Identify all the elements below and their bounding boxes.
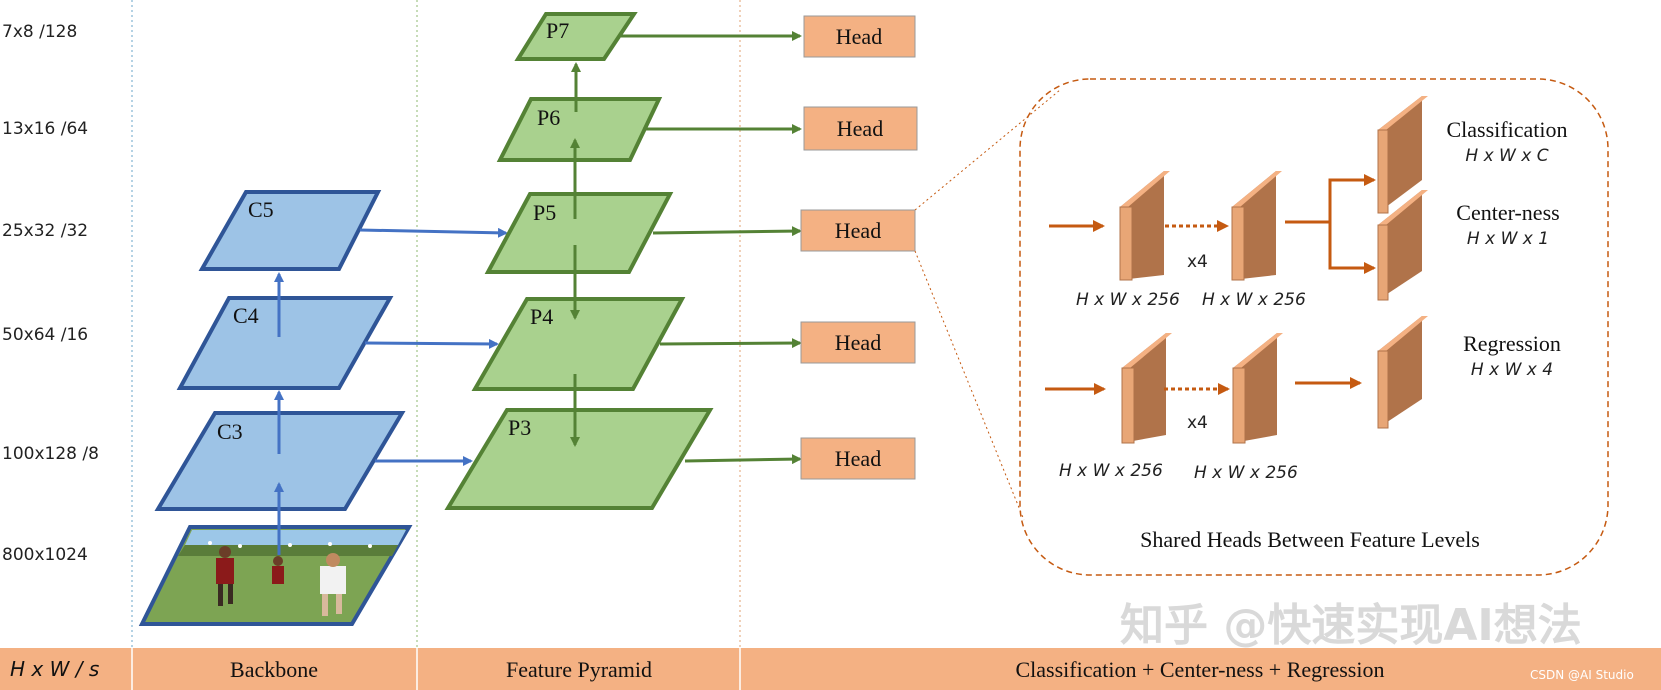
feature-dim-label: H x W x 256: [1059, 461, 1163, 481]
p5-feature-map: [484, 192, 674, 274]
classification-label: Classification: [1447, 117, 1568, 142]
head-box: [803, 15, 916, 58]
to-head-arrow: [652, 226, 802, 237]
feature-dim-label: H x W x 256: [1202, 290, 1306, 310]
zoom-line: [914, 89, 1061, 211]
to-head-arrow: [684, 454, 802, 465]
c5-label: C5: [248, 197, 274, 222]
head-box: [800, 437, 916, 480]
centerness-label: Center-ness: [1456, 200, 1559, 225]
watermark-text: 知乎 @快速实现AI想法: [1120, 600, 1582, 651]
head-label: Head: [836, 24, 882, 49]
feature-block: [1121, 333, 1172, 444]
classification-dim: H x W x C: [1465, 146, 1548, 166]
centerness-dim: H x W x 1: [1467, 229, 1549, 249]
backbone: C3 C4 C5: [138, 190, 508, 626]
lateral-arrow: [359, 227, 508, 238]
watermark-small: CSDN @AI Studio: [1530, 668, 1634, 682]
regression-dim: H x W x 4: [1471, 360, 1553, 380]
p5-label: P5: [533, 200, 556, 225]
feature-dim-label: H x W x 256: [1076, 290, 1180, 310]
c4-feature-map: [176, 296, 394, 390]
to-head-arrow: [659, 338, 802, 349]
head-box: [803, 106, 918, 151]
feature-block: [1119, 171, 1170, 281]
p3-label: P3: [508, 415, 531, 440]
c3-feature-map: [154, 411, 406, 511]
c4-label: C4: [233, 303, 259, 328]
head-label: Head: [835, 330, 881, 355]
bar-label-scale: H x W / s: [10, 657, 99, 681]
regression-output-block: [1377, 316, 1428, 429]
p6-label: P6: [537, 105, 560, 130]
split-arrow: [1285, 174, 1376, 224]
bar-label-pyramid: Feature Pyramid: [506, 657, 652, 682]
size-label: 25x32 /32: [2, 221, 88, 241]
head-label: Head: [835, 446, 881, 471]
feature-pyramid: P7 P6 P5 P4 P3: [444, 12, 802, 510]
p6-feature-map: [496, 97, 663, 162]
c5-feature-map: [198, 190, 382, 271]
heads: Head Head Head Head Head: [800, 15, 918, 480]
size-column: 7x8 /128 13x16 /64 25x32 /32 50x64 /16 1…: [2, 22, 99, 565]
size-label: 7x8 /128: [2, 22, 77, 42]
feature-block: [1231, 171, 1282, 281]
feature-dim-label: H x W x 256: [1194, 463, 1298, 483]
size-label: 800x1024: [2, 545, 88, 565]
shared-head-panel: x4 H x W x 256 H x W x 256 Classificatio…: [1019, 78, 1609, 576]
zoom-line: [914, 250, 1025, 521]
bottom-bar: H x W / s Backbone Feature Pyramid Class…: [0, 648, 1661, 690]
head-label: Head: [835, 218, 881, 243]
head-box: [800, 209, 916, 252]
c3-label: C3: [217, 419, 243, 444]
head-label: Head: [837, 116, 883, 141]
bar-label-heads: Classification + Center-ness + Regressio…: [1016, 657, 1385, 682]
lateral-arrow: [364, 338, 499, 349]
p4-label: P4: [530, 304, 553, 329]
input-image: [138, 525, 413, 626]
size-label: 100x128 /8: [2, 444, 99, 464]
p7-label: P7: [546, 18, 569, 43]
head-box: [800, 321, 916, 364]
regression-label: Regression: [1463, 331, 1561, 356]
size-label: 13x16 /64: [2, 119, 88, 139]
repeat-label: x4: [1187, 252, 1208, 272]
p4-feature-map: [471, 297, 686, 391]
feature-block: [1232, 333, 1283, 444]
repeat-label: x4: [1187, 413, 1208, 433]
centerness-output-block: [1377, 190, 1428, 301]
split-arrow: [1328, 222, 1376, 274]
p7-feature-map: [514, 12, 638, 61]
bar-label-backbone: Backbone: [230, 657, 318, 682]
classification-output-block: [1377, 96, 1428, 214]
size-label: 50x64 /16: [2, 325, 88, 345]
p3-feature-map: [444, 408, 714, 510]
shared-head-caption: Shared Heads Between Feature Levels: [1140, 527, 1480, 552]
